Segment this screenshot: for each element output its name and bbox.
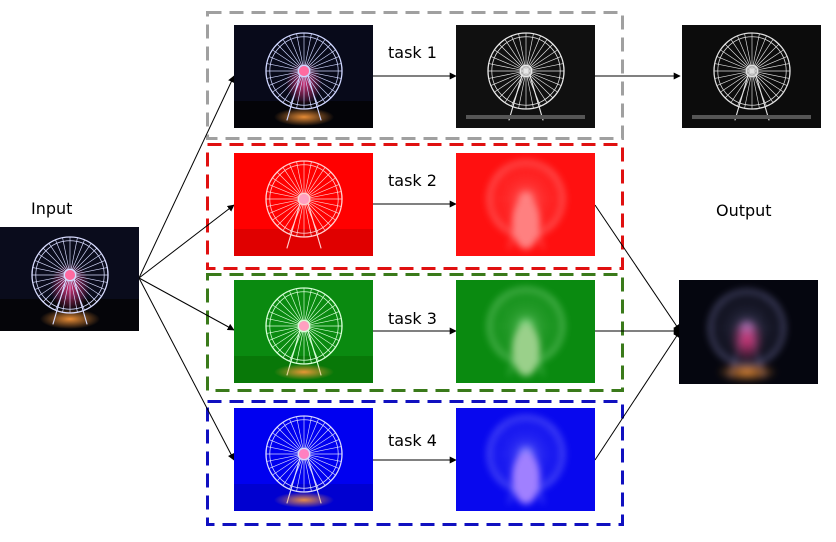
- task3-label: task 3: [388, 309, 437, 328]
- task4-output-image: [456, 408, 595, 511]
- task1-input-image: [234, 25, 373, 128]
- task4-input-image: [234, 408, 373, 511]
- task2-box: [206, 143, 624, 270]
- output-label: Output: [716, 201, 772, 220]
- task1-label: task 1: [388, 43, 437, 62]
- arrow-input-to-task3: [138, 277, 235, 331]
- arrow-task4-to-output: [594, 330, 681, 461]
- task3-output-image: [456, 280, 595, 383]
- output-final-image: [679, 280, 818, 384]
- arrow-input-to-task4: [138, 277, 235, 461]
- output-top-image: [682, 25, 821, 128]
- task1-box: [206, 11, 624, 140]
- arrow-task2-to-output: [594, 204, 681, 332]
- task2-label: task 2: [388, 171, 437, 190]
- task4-label: task 4: [388, 431, 437, 450]
- arrow-input-to-task2: [138, 204, 235, 279]
- task4-box: [206, 400, 624, 526]
- arrow-input-to-task1: [138, 75, 235, 279]
- task2-output-image: [456, 153, 595, 256]
- input-label: Input: [31, 199, 72, 218]
- connector-arrows: [138, 72, 681, 464]
- task2-input-image: [234, 153, 373, 256]
- task3-box: [206, 273, 624, 392]
- task1-output-image: [456, 25, 595, 128]
- task3-input-image: [234, 280, 373, 383]
- input-image: [0, 227, 139, 331]
